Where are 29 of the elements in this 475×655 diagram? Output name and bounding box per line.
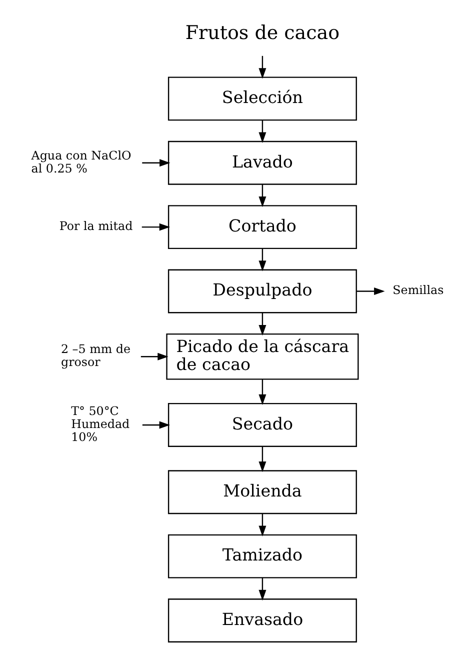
node-box: Picado de la cáscara de cacao	[166, 333, 359, 380]
node-box: Molienda	[168, 470, 357, 514]
arrow	[142, 159, 170, 167]
arrow	[258, 379, 266, 406]
node-text: T° 50°C Humedad 10%	[71, 404, 130, 444]
node-box: Tamizado	[168, 534, 357, 578]
arrow	[258, 446, 266, 472]
node-box: Cortado	[168, 205, 357, 250]
arrow	[356, 288, 385, 295]
arrow	[258, 120, 266, 143]
node-text: Agua con NaClO al 0.25 %	[31, 148, 132, 176]
node-box: Envasado	[168, 598, 357, 642]
arrow	[258, 248, 266, 272]
node-box: Despulpado	[168, 269, 357, 314]
node-box: Lavado	[168, 140, 357, 185]
arrow	[258, 184, 266, 208]
arrow	[258, 56, 266, 79]
arrow	[258, 514, 266, 536]
arrow	[140, 352, 168, 360]
node-text: 2 –5 mm de grosor	[60, 342, 131, 370]
node-box: Selección	[168, 76, 357, 121]
node-text: Semillas	[392, 283, 444, 298]
arrow	[142, 223, 170, 231]
arrow	[258, 578, 266, 601]
arrow	[142, 421, 170, 429]
arrow	[258, 312, 266, 336]
node-text: Frutos de cacao	[185, 22, 340, 44]
node-text: Por la mitad	[59, 219, 133, 234]
node-box: Secado	[168, 402, 357, 447]
